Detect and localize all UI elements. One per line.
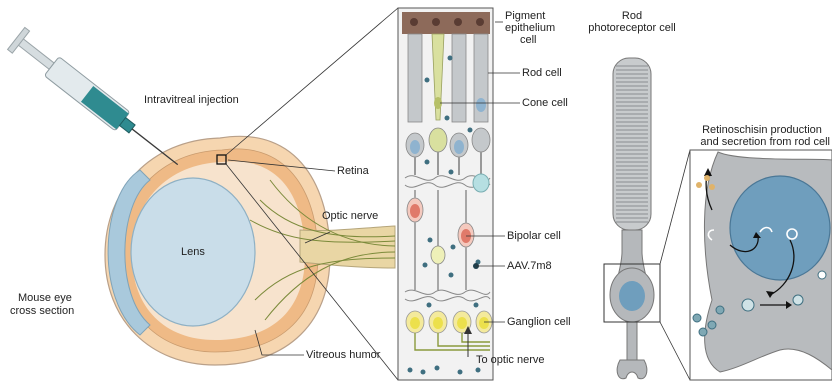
label-retina: Retina bbox=[337, 165, 369, 177]
label-photoreceptor-cell: photoreceptor cell bbox=[582, 22, 682, 34]
rod-zoom-line-bottom bbox=[660, 322, 690, 380]
retina-panel bbox=[398, 8, 493, 380]
label-cross-section: cross section bbox=[10, 305, 74, 317]
label-vitreous-humor: Vitreous humor bbox=[306, 349, 380, 361]
rod-nucleus bbox=[619, 281, 645, 311]
rod-synaptic-terminal bbox=[617, 360, 647, 379]
label-lens: Lens bbox=[181, 246, 205, 258]
rod-zoom-line-top bbox=[660, 150, 690, 264]
rod-outer-segment bbox=[613, 58, 651, 230]
rod-photoreceptor bbox=[604, 58, 660, 379]
mid-cell-bodies bbox=[431, 246, 445, 264]
label-to-optic-nerve: To optic nerve bbox=[476, 354, 544, 366]
label-intravitreal-injection: Intravitreal injection bbox=[144, 94, 239, 106]
zoom-nucleus bbox=[730, 176, 830, 280]
optic-nerve-bundle bbox=[300, 226, 395, 268]
label-cone-cell: Cone cell bbox=[522, 97, 568, 109]
label-retinoschisin-production: Retinoschisin production bbox=[694, 124, 830, 136]
syringe-plunger-rod bbox=[18, 38, 54, 69]
retinoschisin-panel bbox=[690, 150, 832, 380]
rod-axon bbox=[627, 322, 637, 360]
label-rod: Rod bbox=[612, 10, 652, 22]
label-pigment-cell: cell bbox=[520, 34, 537, 46]
label-secretion-from-rod: and secretion from rod cell bbox=[682, 136, 830, 148]
label-pigment: Pigment bbox=[505, 10, 545, 22]
zoom-line-top bbox=[226, 8, 398, 155]
label-epithelium: epithelium bbox=[505, 22, 555, 34]
label-optic-nerve: Optic nerve bbox=[322, 210, 378, 222]
label-bipolar-cell: Bipolar cell bbox=[507, 230, 561, 242]
label-aav: AAV.7m8 bbox=[507, 260, 552, 272]
label-rod-cell: Rod cell bbox=[522, 67, 562, 79]
aav-cyan-cell bbox=[473, 174, 489, 192]
label-ganglion-cell: Ganglion cell bbox=[507, 316, 571, 328]
label-mouse-eye: Mouse eye bbox=[18, 292, 72, 304]
